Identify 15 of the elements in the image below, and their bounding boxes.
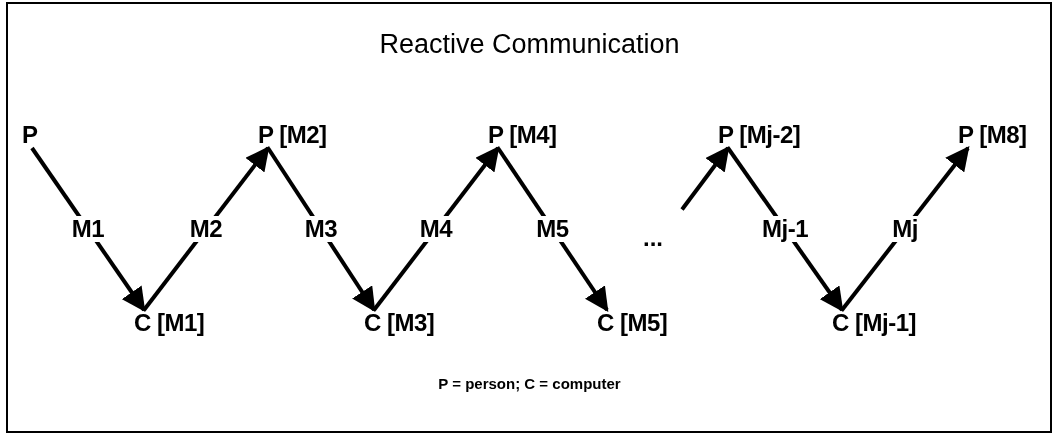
node-label: C [M5] xyxy=(595,310,670,336)
arrow xyxy=(30,146,146,312)
node-label: C [M1] xyxy=(132,310,207,336)
node-label: P [M8] xyxy=(956,122,1029,148)
diagram-title: Reactive Communication xyxy=(378,28,681,60)
node-label: P [M2] xyxy=(256,122,329,148)
ellipsis-text: ... xyxy=(643,224,663,252)
arrow xyxy=(680,146,730,211)
node-label: C [M3] xyxy=(362,310,437,336)
node-label: C [Mj-1] xyxy=(830,310,918,336)
key-note: P = person; C = computer xyxy=(437,375,622,392)
node-label: P [Mj-2] xyxy=(716,122,803,148)
node-label: P xyxy=(20,122,40,148)
node-label: P [M4] xyxy=(486,122,559,148)
arrow xyxy=(496,146,609,312)
